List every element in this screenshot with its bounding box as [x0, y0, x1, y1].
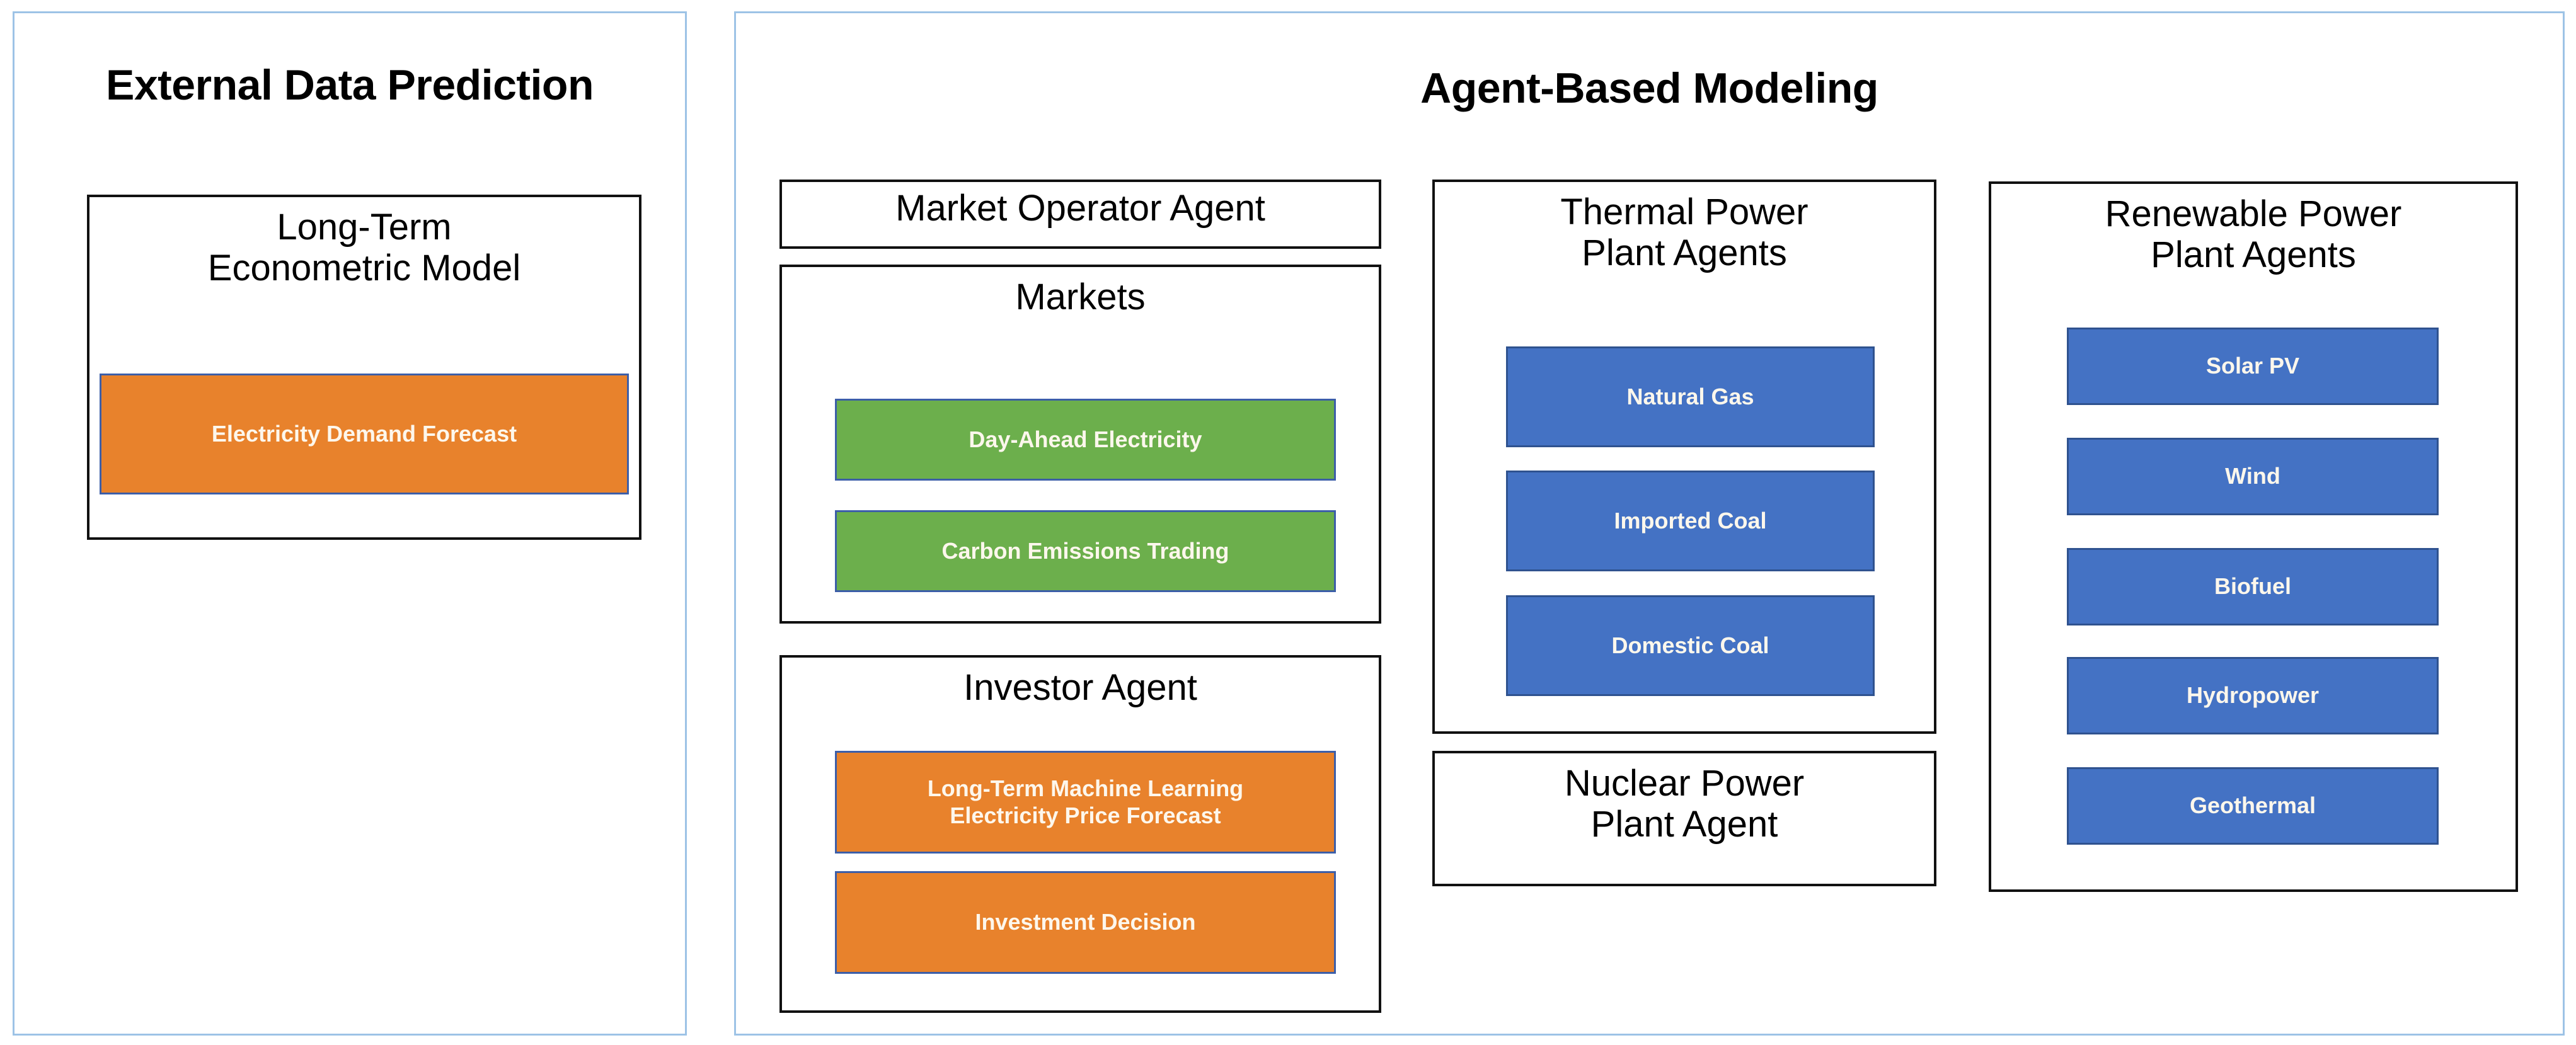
group-label-thermal-power-plant-agents: Thermal Power Plant Agents — [1435, 182, 1934, 274]
group-label-line-1: Nuclear Power — [1564, 763, 1805, 804]
chip-domestic-coal[interactable]: Domestic Coal — [1506, 595, 1875, 696]
group-label-investor-agent: Investor Agent — [963, 667, 1197, 708]
group-label-line-1: Thermal Power — [1560, 191, 1808, 232]
chip-carbon-emissions-trading[interactable]: Carbon Emissions Trading — [835, 510, 1336, 592]
chip-hydropower[interactable]: Hydropower — [2067, 657, 2439, 734]
chip-investment-decision[interactable]: Investment Decision — [835, 871, 1336, 974]
group-label-markets: Markets — [1015, 277, 1146, 317]
group-label-market-operator-agent: Market Operator Agent — [895, 188, 1265, 229]
chip-geothermal[interactable]: Geothermal — [2067, 767, 2439, 845]
page-title-agent-based-modeling: Agent-Based Modeling — [1420, 64, 1878, 112]
panel-external-data-prediction: External Data Prediction Long-Term Econo… — [13, 11, 687, 1036]
group-label-line-2: Plant Agents — [2151, 234, 2356, 275]
group-label-line-2: Plant Agent — [1590, 803, 1778, 845]
chip-solar-pv[interactable]: Solar PV — [2067, 328, 2439, 405]
chip-biofuel[interactable]: Biofuel — [2067, 548, 2439, 625]
group-label-long-term-econometric-model: Long-Term Econometric Model — [89, 197, 639, 289]
chip-natural-gas[interactable]: Natural Gas — [1506, 346, 1875, 447]
group-box-market-operator-agent: Market Operator Agent — [779, 180, 1381, 249]
chip-long-term-machine-learning-electricity-price-forecast[interactable]: Long-Term Machine Learning Electricity P… — [835, 751, 1336, 854]
chip-wind[interactable]: Wind — [2067, 438, 2439, 515]
group-label-renewable-power-plant-agents: Renewable Power Plant Agents — [1991, 184, 2516, 276]
chip-imported-coal[interactable]: Imported Coal — [1506, 471, 1875, 571]
chip-electricity-demand-forecast[interactable]: Electricity Demand Forecast — [100, 374, 629, 494]
chip-day-ahead-electricity[interactable]: Day-Ahead Electricity — [835, 399, 1336, 481]
page-title-external-data-prediction: External Data Prediction — [105, 61, 594, 109]
chip-line-2: Electricity Price Forecast — [950, 802, 1221, 828]
group-label-line-1: Long-Term — [277, 207, 452, 248]
group-label-line-2: Plant Agents — [1582, 232, 1787, 273]
group-label-line-2: Econometric Model — [207, 247, 521, 288]
group-label-nuclear-power-plant-agent: Nuclear Power Plant Agent — [1435, 753, 1934, 845]
chip-line-1: Long-Term Machine Learning — [927, 775, 1244, 802]
group-box-nuclear-power-plant-agent: Nuclear Power Plant Agent — [1432, 751, 1936, 886]
group-label-line-1: Renewable Power — [2105, 193, 2402, 234]
